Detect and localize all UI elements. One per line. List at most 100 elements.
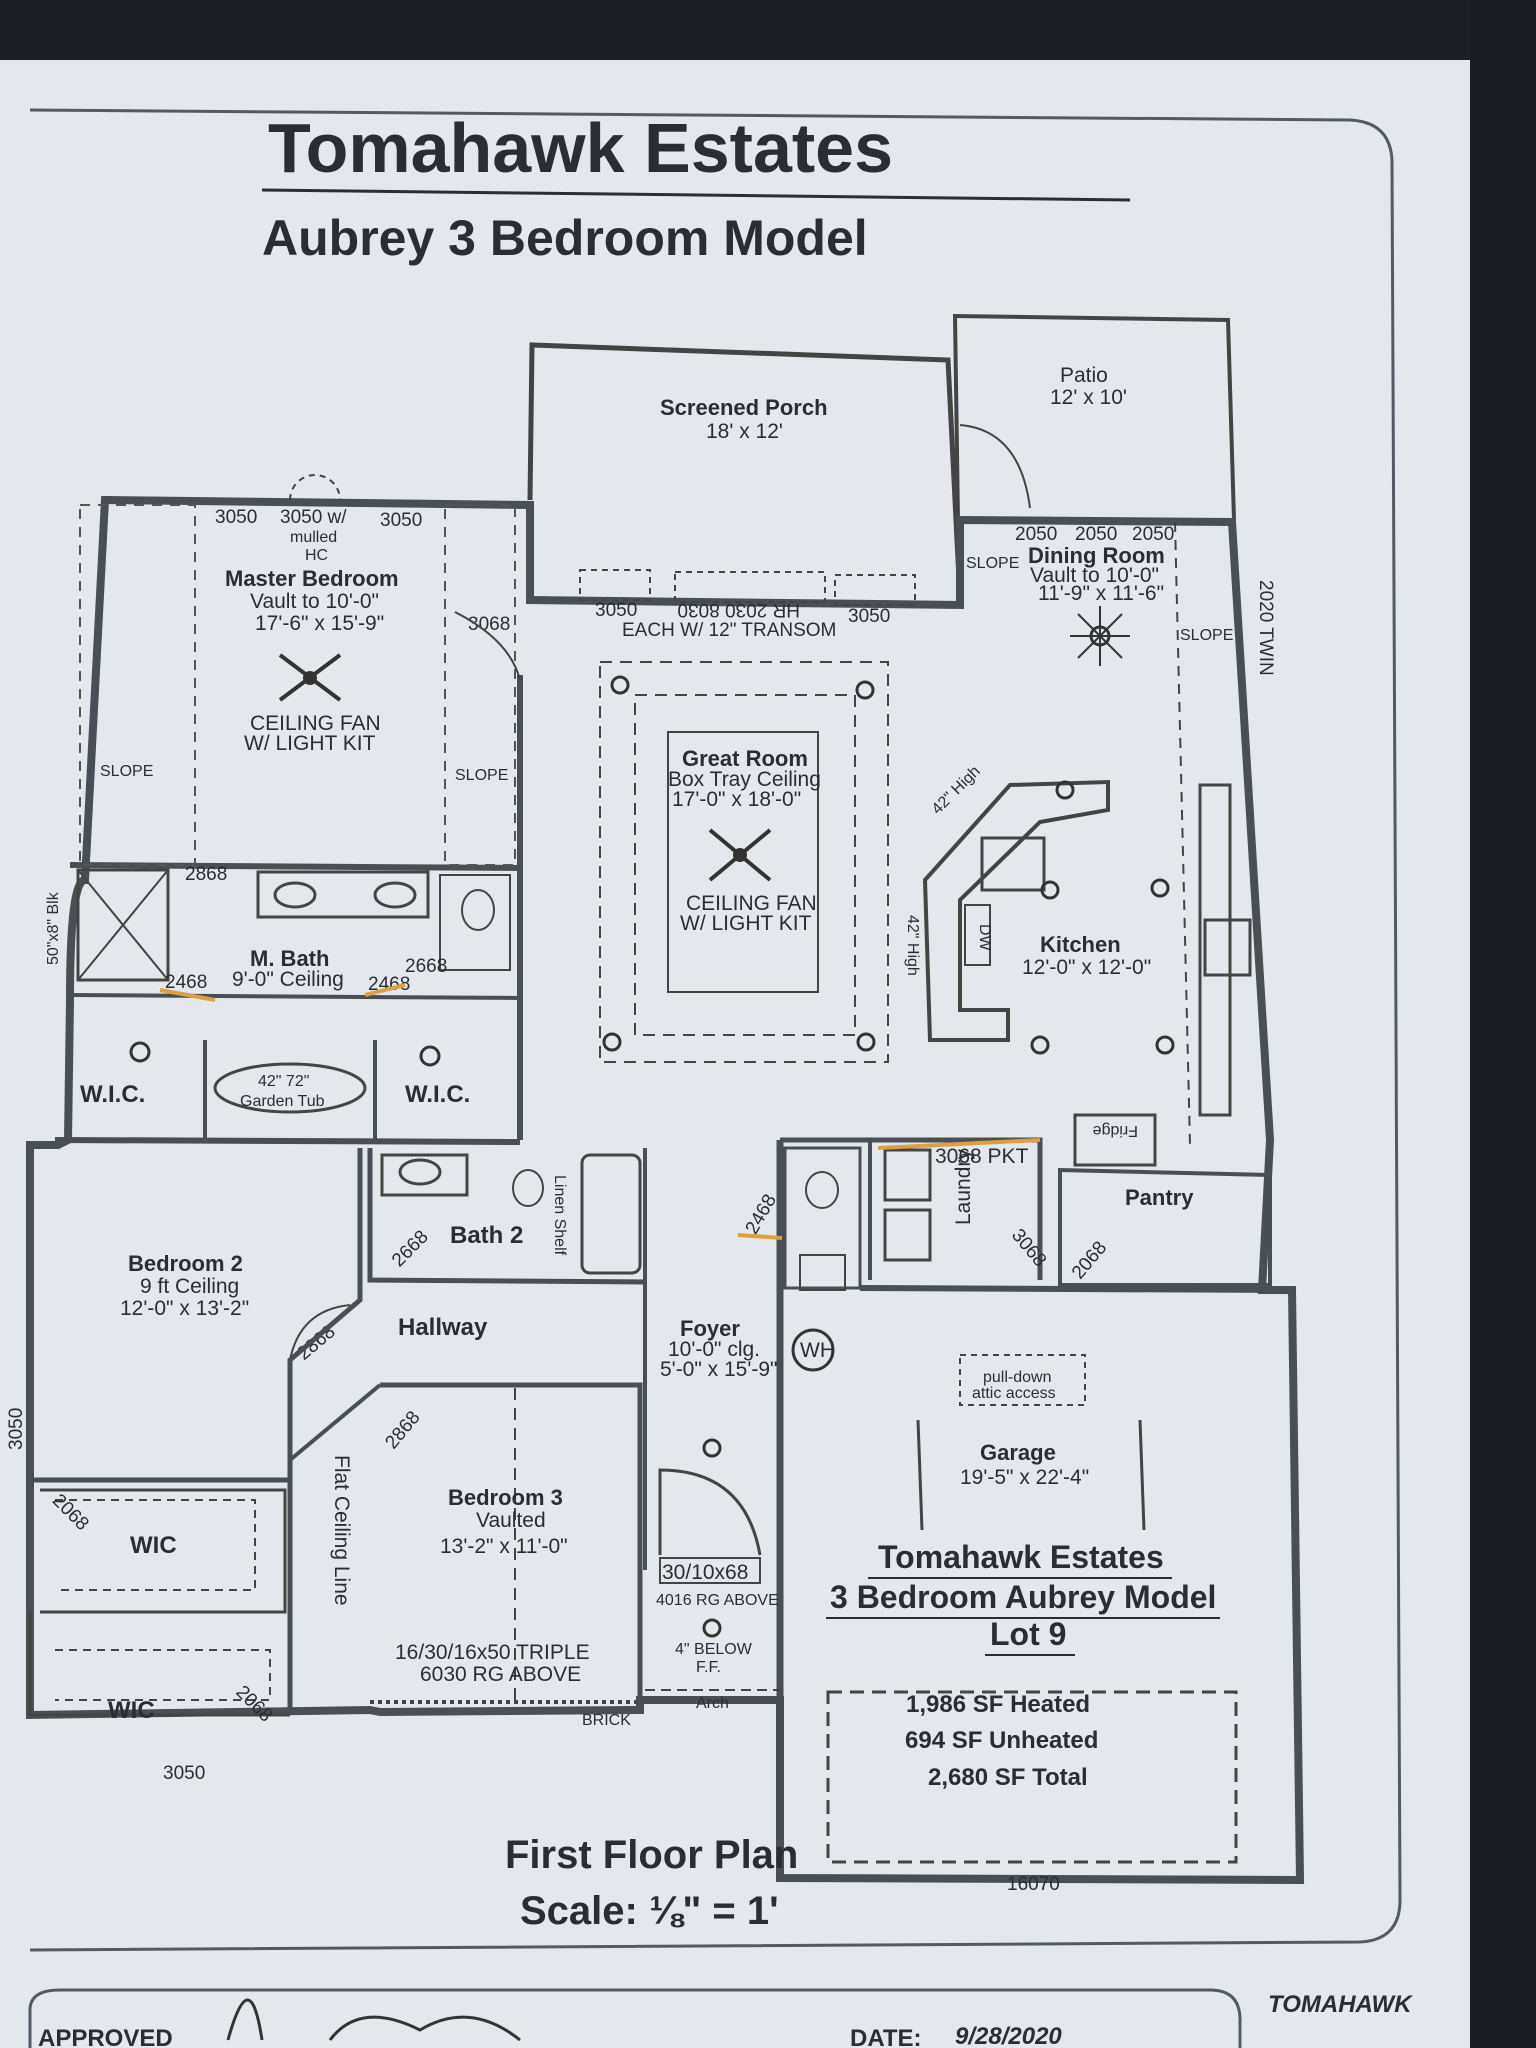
slope-dining-right: SLOPE [1180,627,1233,644]
porch-window-3050b: 3050 [848,606,890,627]
kitchen-size: 12'-0" x 12'-0" [1022,956,1151,979]
great-room-ceiling: Box Tray Ceiling [668,768,821,791]
b3-window-3050: 3050 [163,1763,205,1784]
window-porch-2 [674,571,826,603]
plan-title: First Floor Plan [505,1833,798,1877]
mbath-toilet [461,889,495,931]
high-note-a: 42" High [929,763,984,818]
great-room-tray-mid [634,694,856,1036]
dining-size: 11'-9" x 11'-6" [1038,582,1164,605]
washer [883,1148,932,1202]
foyer-size: 5'-0" x 15'-9" [660,1358,777,1381]
screened-porch-outline [527,342,963,601]
range-cooktop [1203,918,1252,977]
footer-date-value: 9/28/2020 [955,2023,1062,2048]
chandelier-icon [1070,606,1130,666]
dishwasher-label: DW [976,924,993,952]
b2-window-3050: 3050 [6,1408,27,1450]
great-room-name: Great Room [682,746,808,771]
slope-master-right: SLOPE [455,767,508,784]
dishwasher [964,904,991,966]
great-light-1 [610,675,630,695]
master-fan-note2: W/ LIGHT KIT [244,732,376,755]
wic-door-2468a: 2468 [165,972,207,993]
master-dim-3050b: 3050 [380,510,422,531]
sheet-edge-shadow [1470,0,1536,2048]
area-box [826,1690,1238,1864]
area-heated: 1,986 SF Heated [906,1691,1090,1718]
footer-logo: TOMAHAWK [1268,1991,1413,2018]
vanity-sink-2 [373,881,417,909]
lot-line1: Tomahawk Estates [878,1539,1164,1575]
master-vault-right [444,504,516,866]
plan-sheet [0,60,1536,2048]
attic-access-box [959,1354,1086,1406]
powder-door-2468: 2468 [742,1191,781,1238]
door-accent-laundry [877,1138,1041,1150]
shower-diag2 [77,869,169,981]
dining-window-2050c: 2050 [1132,524,1174,545]
twin-window-note: 2020 TWIN [1255,580,1276,676]
patio-outline [952,313,1236,521]
footer-approved: APPROVED [38,2025,173,2048]
house-exterior-walls [26,495,1305,1885]
linen-note: Linen Shelf [551,1175,568,1256]
dryer [883,1208,932,1262]
wic-b3-label: WIC [108,1697,155,1724]
master-door-3068: 3068 [468,614,510,635]
transom-note: EACH W/ 12" TRANSOM [622,620,836,641]
garden-tub-name: Garden Tub [240,1093,325,1110]
pantry-name: Pantry [1125,1185,1194,1210]
wic-left-label: W.I.C. [80,1081,145,1108]
footer-signature [226,1998,521,2042]
great-light-2 [855,680,875,700]
great-light-4 [856,1032,876,1052]
bedroom3-angle-wall [288,1383,382,1462]
area-unheated: 694 SF Unheated [905,1727,1098,1754]
attic-line1: pull-down [983,1369,1051,1386]
wic-b2-box [40,1488,287,1614]
bath2-door-2668: 2668 [388,1227,433,1272]
foyer-name: Foyer [680,1316,740,1341]
wic-b3-shelf [55,1649,271,1701]
mbath-name: M. Bath [250,946,329,971]
wic-right-label: W.I.C. [405,1081,470,1108]
mulled-note: mulled [290,529,337,546]
footer-border [28,1988,1242,2048]
garage-size: 19'-5" x 22'-4" [960,1466,1089,1489]
below-note: 4" BELOW [675,1641,753,1658]
garage-door-16070: 16070 [1007,1874,1060,1895]
wic-b3-box [28,1612,290,1717]
garden-tub-size: 42" 72" [258,1073,309,1090]
bath2-vanity [380,1153,469,1197]
hr-note: HR 2030 8030 [677,599,800,620]
entry-door-label: 30/10x68 [662,1561,748,1584]
bedroom2-name: Bedroom 2 [128,1251,243,1276]
wic-b2-door-2068: 2068 [48,1490,93,1535]
bath2-toilet [512,1169,544,1207]
pantry-door-2068: 2068 [1068,1237,1111,1283]
mbath-south-wall [69,993,521,1000]
wic-b2-shelf [55,1499,256,1591]
master-door-swing [454,611,521,681]
slope-dining-left: SLOPE [966,555,1019,572]
great-room-size: 17'-0" x 18'-0" [672,788,801,811]
powder-room [783,1146,862,1290]
great-fan-note2: W/ LIGHT KIT [680,912,812,935]
rg-above-note: 6030 RG ABOVE [420,1663,581,1686]
foyer-light-1 [702,1438,722,1458]
bath2-name: Bath 2 [450,1222,523,1249]
door-accent-mbath2 [364,983,406,997]
b2-door-swing [289,1304,351,1361]
bedroom2-north-wall [54,1137,521,1145]
master-ceiling-fan-icon [278,653,342,702]
dining-slope-line [1174,521,1191,1146]
kitchen-light-2 [1155,1035,1175,1055]
page-border [29,108,1402,1952]
great-fan-note1: CEILING FAN [686,892,817,915]
dining-window-2050b: 2050 [1075,524,1117,545]
bedroom2-ceiling: 9 ft Ceiling [140,1275,239,1298]
bedroom2-inner-walls [30,1148,363,1483]
wic-b2-label: WIC [130,1532,177,1559]
b3-door-2868: 2868 [381,1407,424,1453]
